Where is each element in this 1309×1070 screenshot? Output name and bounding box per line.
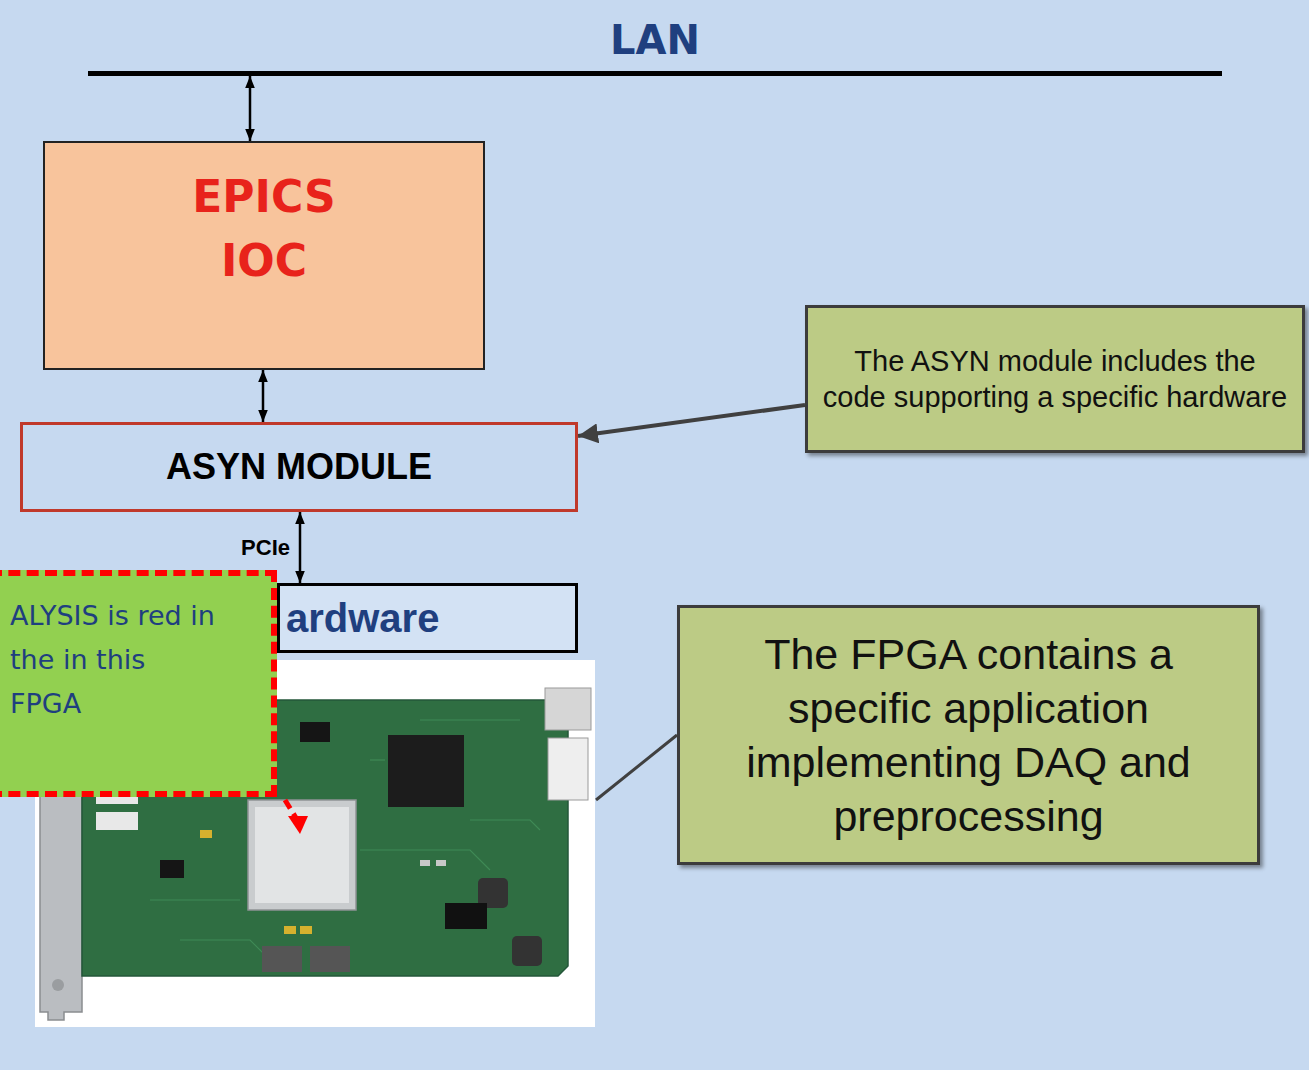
connector-arrow xyxy=(249,76,252,141)
inductor xyxy=(512,936,542,966)
fpga-chip-lid xyxy=(255,807,349,903)
pin-header xyxy=(445,903,487,929)
node-text: LAN xyxy=(610,16,700,64)
dashed-leader xyxy=(285,800,296,818)
capacitor xyxy=(300,926,312,934)
resistor xyxy=(436,860,446,866)
callout-box: The FPGA contains a specific application… xyxy=(677,605,1260,865)
node-text: EPICS IOC xyxy=(159,165,369,293)
bracket-screw xyxy=(52,979,64,991)
controller-chip xyxy=(388,735,464,807)
callout-box: The ASYN module includes the code suppor… xyxy=(805,305,1305,453)
power-module xyxy=(262,946,302,972)
module-box: ASYN MODULE xyxy=(20,422,578,512)
ioc-box: EPICS IOC xyxy=(43,141,485,370)
leader-line xyxy=(596,735,677,800)
network-bus: LAN xyxy=(88,6,1222,76)
connector-arrow xyxy=(299,512,302,583)
connector-arrow xyxy=(262,370,265,422)
callout-box: ALYSIS is red in the in this FPGA xyxy=(0,570,277,797)
small-chip xyxy=(160,860,184,878)
connector-arrow xyxy=(578,405,805,436)
node-text: The FPGA contains a specific application… xyxy=(700,627,1237,843)
capacitor xyxy=(284,926,296,934)
edge-label: PCIe xyxy=(241,535,290,561)
hardware-box: ardware xyxy=(277,583,578,653)
power-module xyxy=(310,946,350,972)
leader-head xyxy=(288,816,308,834)
node-text: The ASYN module includes the code suppor… xyxy=(820,343,1290,416)
sticker xyxy=(96,812,138,830)
small-chip xyxy=(300,722,330,742)
node-text: ALYSIS is red in the in this FPGA xyxy=(10,594,225,726)
network-jack xyxy=(545,688,591,730)
fpga-chip xyxy=(248,800,356,910)
node-text: ardware xyxy=(286,596,439,641)
capacitor xyxy=(200,830,212,838)
io-connector xyxy=(548,738,588,800)
resistor xyxy=(420,860,430,866)
node-text: ASYN MODULE xyxy=(166,446,432,488)
